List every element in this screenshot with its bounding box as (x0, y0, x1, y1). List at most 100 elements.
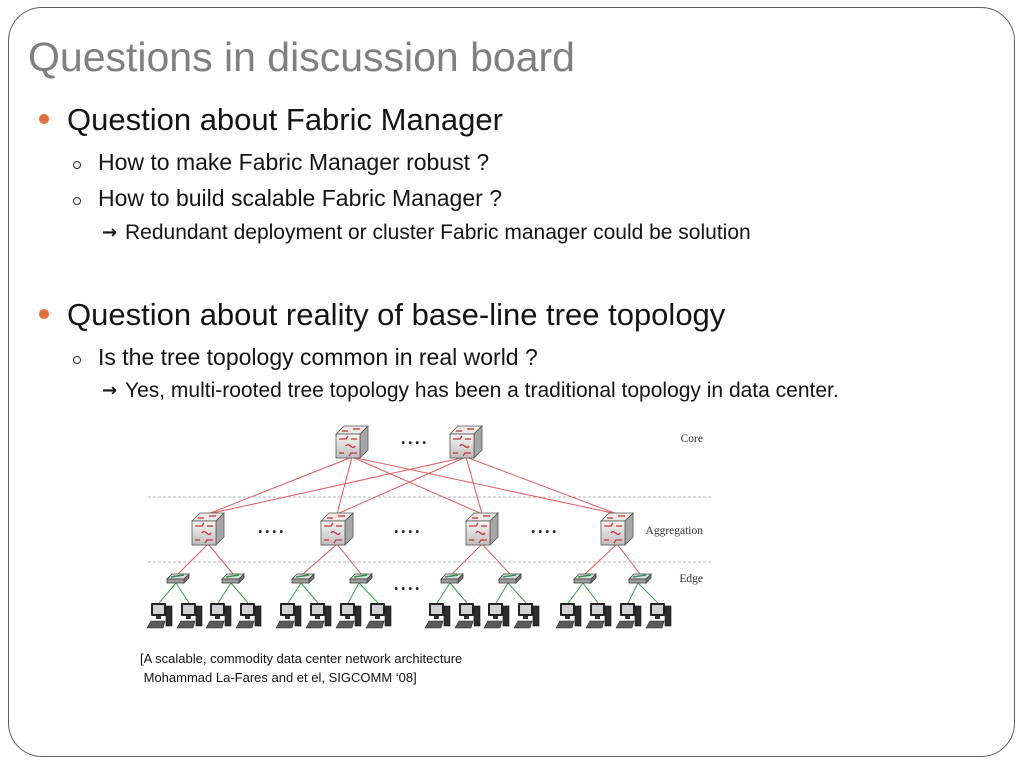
host-keyboard (555, 620, 575, 629)
core-aggregation-link (336, 456, 353, 515)
switch-port-arrow (345, 443, 356, 449)
host-screen (622, 605, 633, 614)
host-computer-icon (235, 603, 262, 629)
aggregation-edge-link (584, 543, 618, 575)
edge-switch-icon (291, 573, 315, 584)
host-screen (312, 605, 323, 614)
host-screen (520, 605, 531, 614)
switch-front-face (600, 520, 626, 546)
host-computer-icon (513, 603, 540, 629)
topology-links (158, 456, 659, 604)
host-screen (562, 605, 573, 614)
host-tower (473, 605, 481, 627)
host-stand (345, 616, 350, 619)
edge-switch-body (349, 578, 368, 584)
edge-host-link (507, 582, 527, 604)
edge-host-link (449, 582, 468, 604)
host-computer-icon (555, 603, 582, 629)
edge-switch-body (440, 578, 459, 584)
host-keyboard (513, 620, 533, 629)
host-screen (242, 605, 253, 614)
switch-port-arrow (478, 539, 487, 544)
aggregation-ellipsis: .... (258, 517, 286, 537)
edge-host-link (358, 582, 379, 604)
host-stand (245, 616, 250, 619)
edge-switch-icon (440, 573, 464, 584)
figure-citation-line-2: Mohammad La-Fares and et el, SIGCOMM ‘08… (140, 670, 417, 685)
host-computer-icon (585, 603, 612, 629)
host-stand (595, 616, 600, 619)
host-stand (493, 616, 498, 619)
host-computer-icon (335, 603, 362, 629)
edge-switch-port (577, 574, 592, 578)
host-screen (282, 605, 293, 614)
edge-switch-icon (498, 573, 522, 584)
aggregation-switch-icon (320, 512, 354, 546)
host-keyboard (424, 620, 444, 629)
sub-bullet-circle-icon (73, 197, 81, 205)
host-computer-icon (305, 603, 332, 629)
switch-port-arrow (201, 530, 212, 536)
host-tower (502, 605, 510, 627)
host-screen (212, 605, 223, 614)
layer-label-edge: Edge (679, 573, 703, 585)
host-keyboard (585, 620, 605, 629)
edge-host-link (230, 582, 249, 604)
edge-host-link (158, 582, 177, 604)
edge-host-link (627, 582, 639, 604)
topology-nodes (146, 425, 672, 629)
switch-port-arrow (333, 539, 342, 544)
host-tower (224, 605, 232, 627)
edge-switch-port (225, 574, 240, 578)
edge-switch-port (632, 574, 647, 578)
sub-bullet-circle-icon (73, 356, 81, 364)
host-computer-icon (454, 603, 481, 629)
edge-switch-body (221, 578, 240, 584)
edge-switch-icon (573, 573, 597, 584)
host-screen (153, 605, 164, 614)
host-computer-icon (424, 603, 451, 629)
slide-frame (8, 7, 1015, 757)
switch-port-arrow (459, 443, 470, 449)
edge-switch-body (628, 578, 647, 584)
answer-text: Yes, multi-rooted tree topology has been… (125, 379, 839, 402)
switch-port-arrow (324, 522, 334, 527)
edge-switch-body (291, 578, 310, 584)
host-computer-icon (205, 603, 232, 629)
core-aggregation-link (207, 456, 467, 515)
answer-line: → Redundant deployment or cluster Fabric… (102, 220, 751, 246)
core-aggregation-link (207, 456, 353, 515)
host-stand (565, 616, 570, 619)
host-stand (464, 616, 469, 619)
edge-host-link (436, 582, 451, 604)
edge-switch-icon (349, 573, 373, 584)
host-keyboard (454, 620, 474, 629)
edge-switch-port (295, 574, 310, 578)
switch-front-face (465, 520, 491, 546)
edge-switch-icon (166, 573, 190, 584)
host-computer-icon (645, 603, 672, 629)
layer-dividers (148, 496, 712, 563)
host-tower (532, 605, 540, 627)
host-screen (431, 605, 442, 614)
host-keyboard (483, 620, 503, 629)
host-keyboard (615, 620, 635, 629)
sub-bullet-text: How to build scalable Fabric Manager ? (98, 185, 502, 211)
host-tower (604, 605, 612, 627)
edge-switch-port (170, 574, 185, 578)
core-aggregation-link (351, 456, 483, 515)
switch-port-arrow (195, 522, 205, 527)
host-tower (664, 605, 672, 627)
host-screen (342, 605, 353, 614)
sub-bullet-text: How to make Fabric Manager robust ? (98, 149, 490, 175)
aggregation-edge-link (451, 543, 483, 575)
core-aggregation-link (465, 456, 483, 515)
host-tower (165, 605, 173, 627)
aggregation-edge-link (481, 543, 511, 575)
host-tower (354, 605, 362, 627)
switch-front-face (449, 433, 475, 459)
host-stand (315, 616, 320, 619)
bullet-heading: Question about Fabric Manager (67, 102, 503, 137)
aggregation-edge-link (616, 543, 641, 575)
